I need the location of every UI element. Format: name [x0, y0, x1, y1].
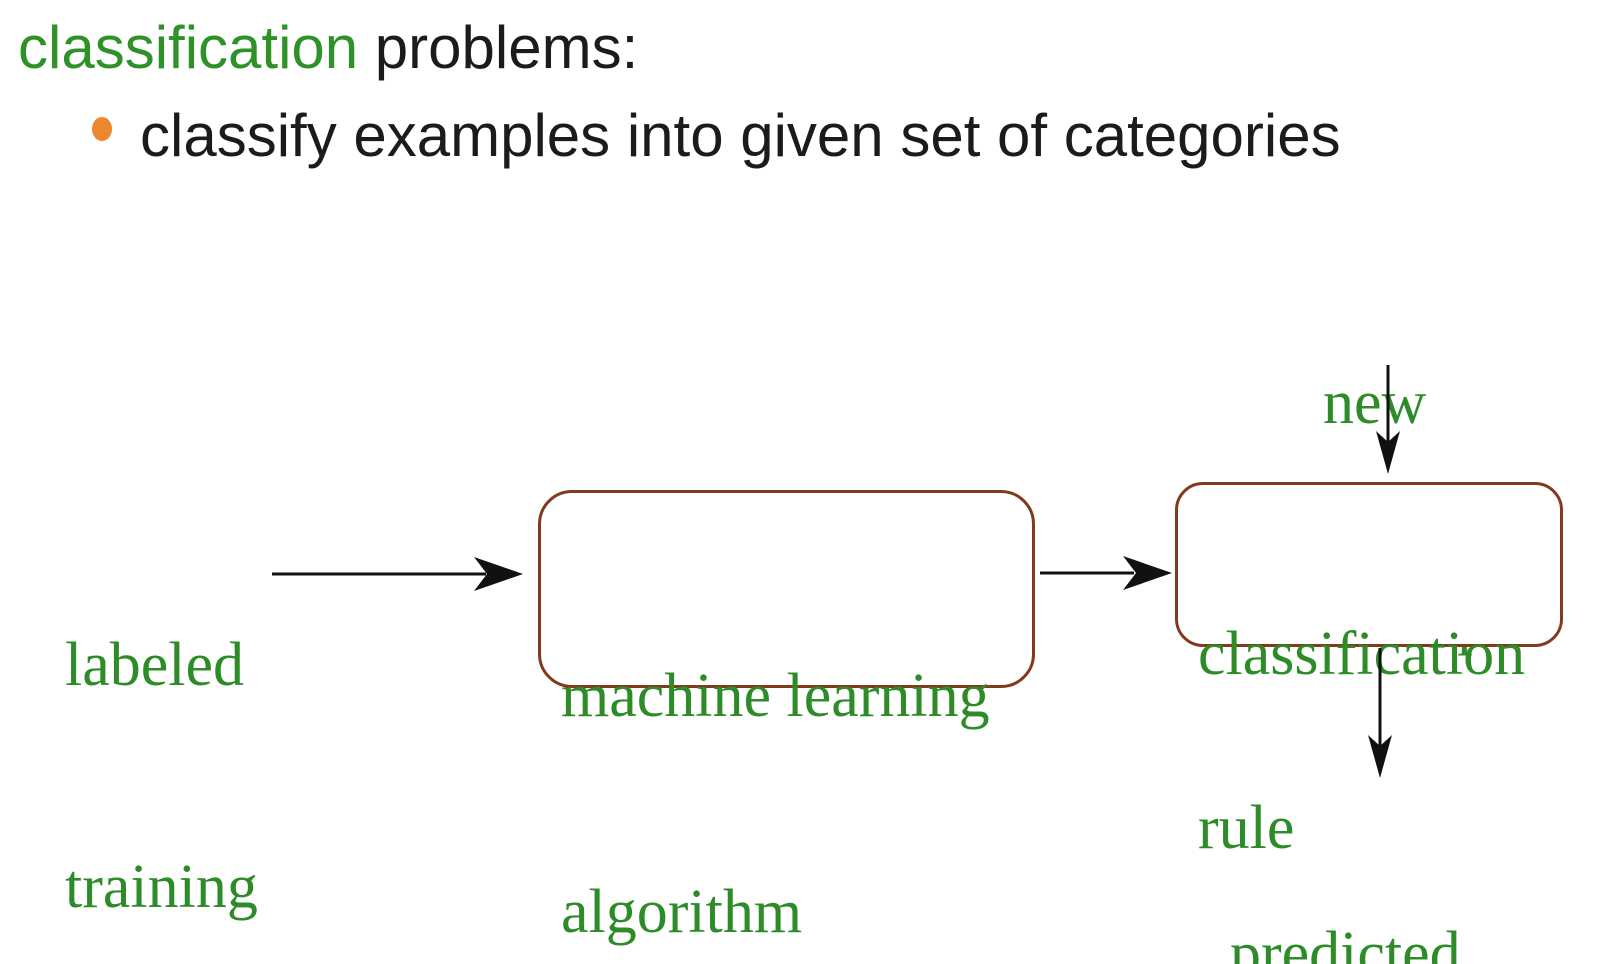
- label-predicted-classification: predicted classification: [1230, 769, 1557, 964]
- bullet-text: classify examples into given set of cate…: [140, 102, 1341, 169]
- label-line: labeled: [65, 631, 245, 699]
- node-label-line: rule: [1198, 794, 1295, 862]
- arrow-ml-to-rule: [1040, 556, 1172, 590]
- bullet-icon: [92, 117, 112, 141]
- node-classification-rule: classification rule: [1175, 482, 1563, 859]
- title-rest: problems:: [358, 14, 639, 81]
- node-label-line: classification: [1198, 620, 1526, 688]
- node-label-line: machine learning: [561, 662, 990, 730]
- label-labeled-training-examples: labeled training examples: [65, 480, 299, 964]
- label-line: training: [65, 853, 258, 921]
- arrow-training-to-ml: [272, 557, 523, 591]
- page-title: classification problems:: [18, 13, 638, 82]
- node-label-line: algorithm: [561, 878, 803, 946]
- label-line: predicted: [1230, 920, 1461, 964]
- node-machine-learning-algorithm: machine learning algorithm: [538, 490, 1035, 946]
- title-highlight: classification: [18, 14, 359, 81]
- label-line: new: [1323, 369, 1427, 437]
- node-label: classification rule: [1198, 509, 1525, 964]
- node-label: machine learning algorithm: [561, 516, 990, 964]
